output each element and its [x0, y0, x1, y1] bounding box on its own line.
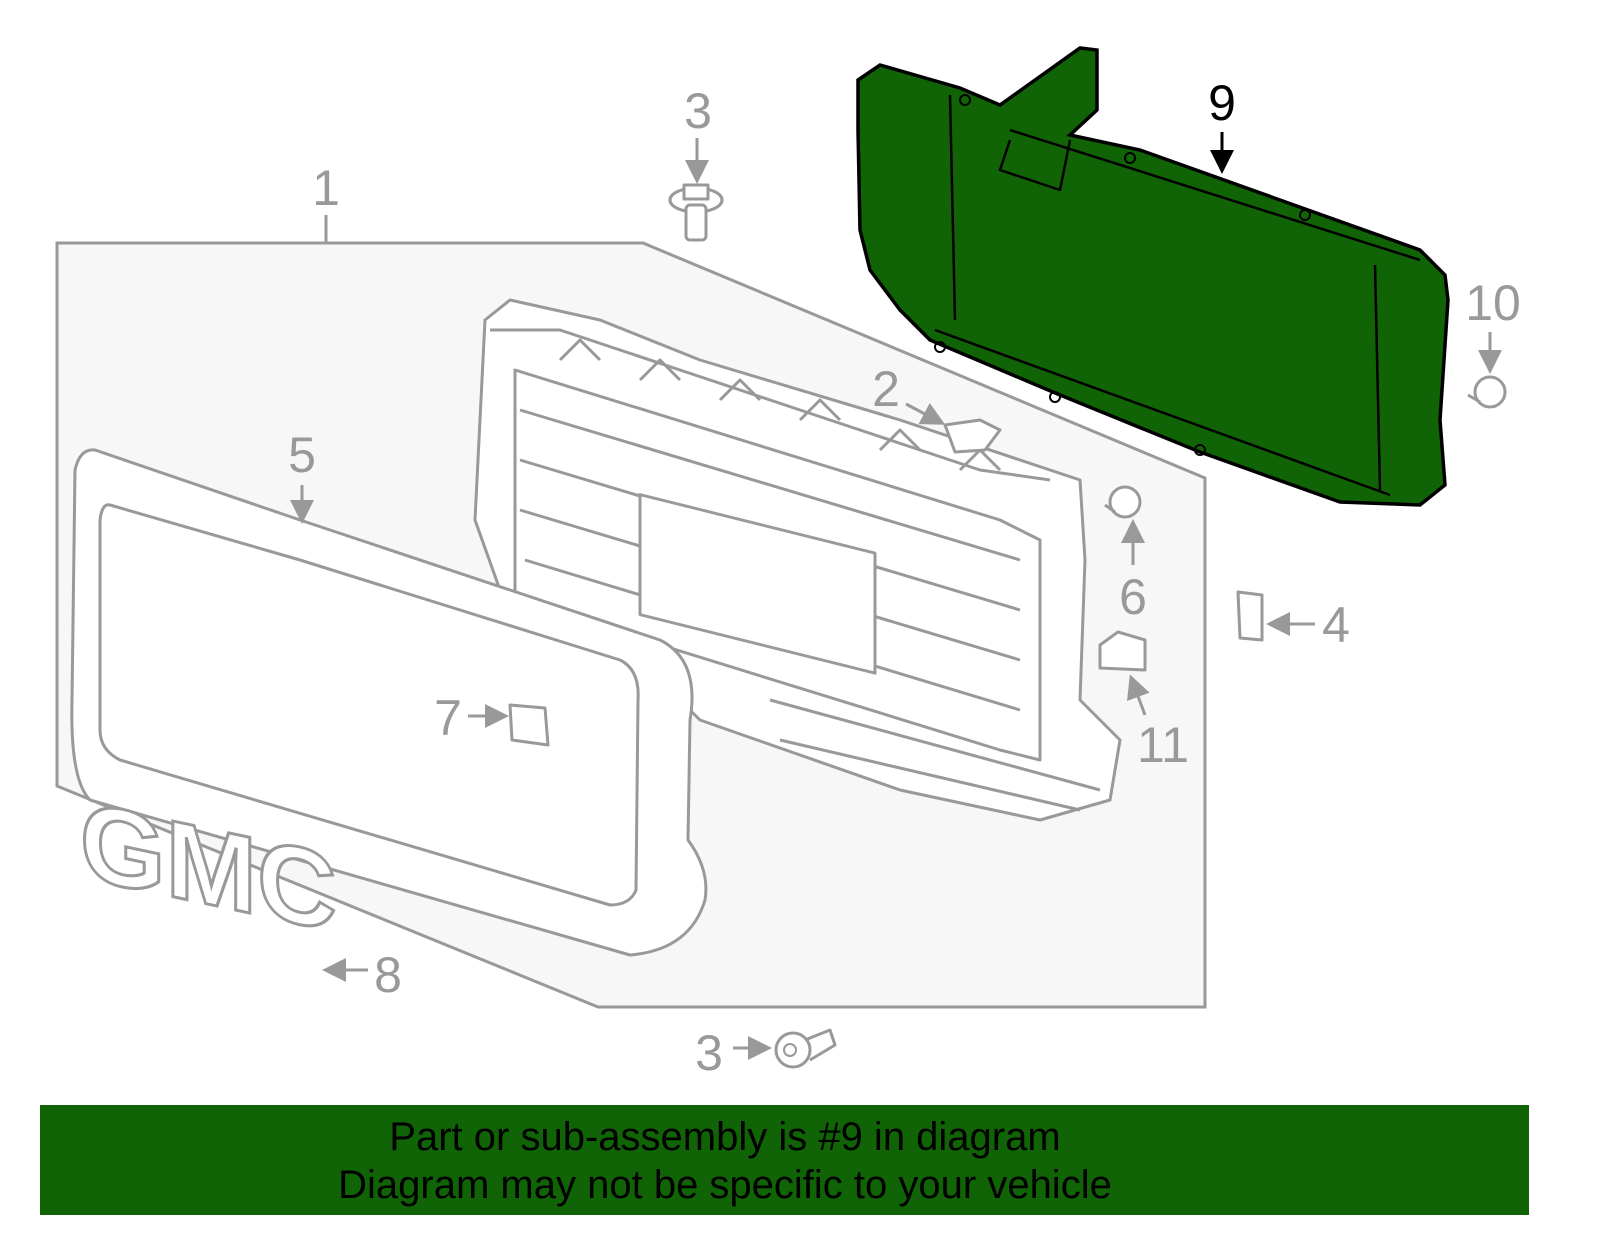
callout-10: 10 — [1465, 275, 1521, 331]
notice-banner: Part or sub-assembly is #9 in diagram Di… — [40, 1105, 1529, 1215]
nut-4 — [1236, 590, 1264, 642]
callout-3-top: 3 — [684, 83, 712, 139]
callout-8: 8 — [374, 947, 402, 1003]
banner-line-2: Diagram may not be specific to your vehi… — [338, 1163, 1112, 1207]
banner-line-1: Part or sub-assembly is #9 in diagram — [389, 1115, 1061, 1159]
bolt-3-bottom — [774, 1028, 837, 1069]
part-9-highlighted — [856, 46, 1450, 507]
callout-3-bottom: 3 — [695, 1025, 723, 1081]
grille-body — [473, 298, 1122, 822]
callout-9: 9 — [1208, 75, 1236, 131]
callout-11: 11 — [1137, 717, 1189, 773]
callout-2: 2 — [872, 361, 900, 417]
callout-4: 4 — [1322, 597, 1350, 653]
push-pin-10 — [1467, 375, 1507, 409]
clip-11 — [1098, 630, 1147, 672]
clip-2 — [943, 418, 1002, 454]
retainer-7 — [508, 703, 550, 747]
callout-6: 6 — [1119, 569, 1147, 625]
callout-5: 5 — [288, 427, 316, 483]
callout-7: 7 — [434, 690, 462, 746]
bolt-3-top — [668, 183, 724, 242]
grille-surround — [70, 448, 708, 957]
callout-1: 1 — [312, 160, 340, 216]
push-pin-6 — [1104, 485, 1142, 519]
